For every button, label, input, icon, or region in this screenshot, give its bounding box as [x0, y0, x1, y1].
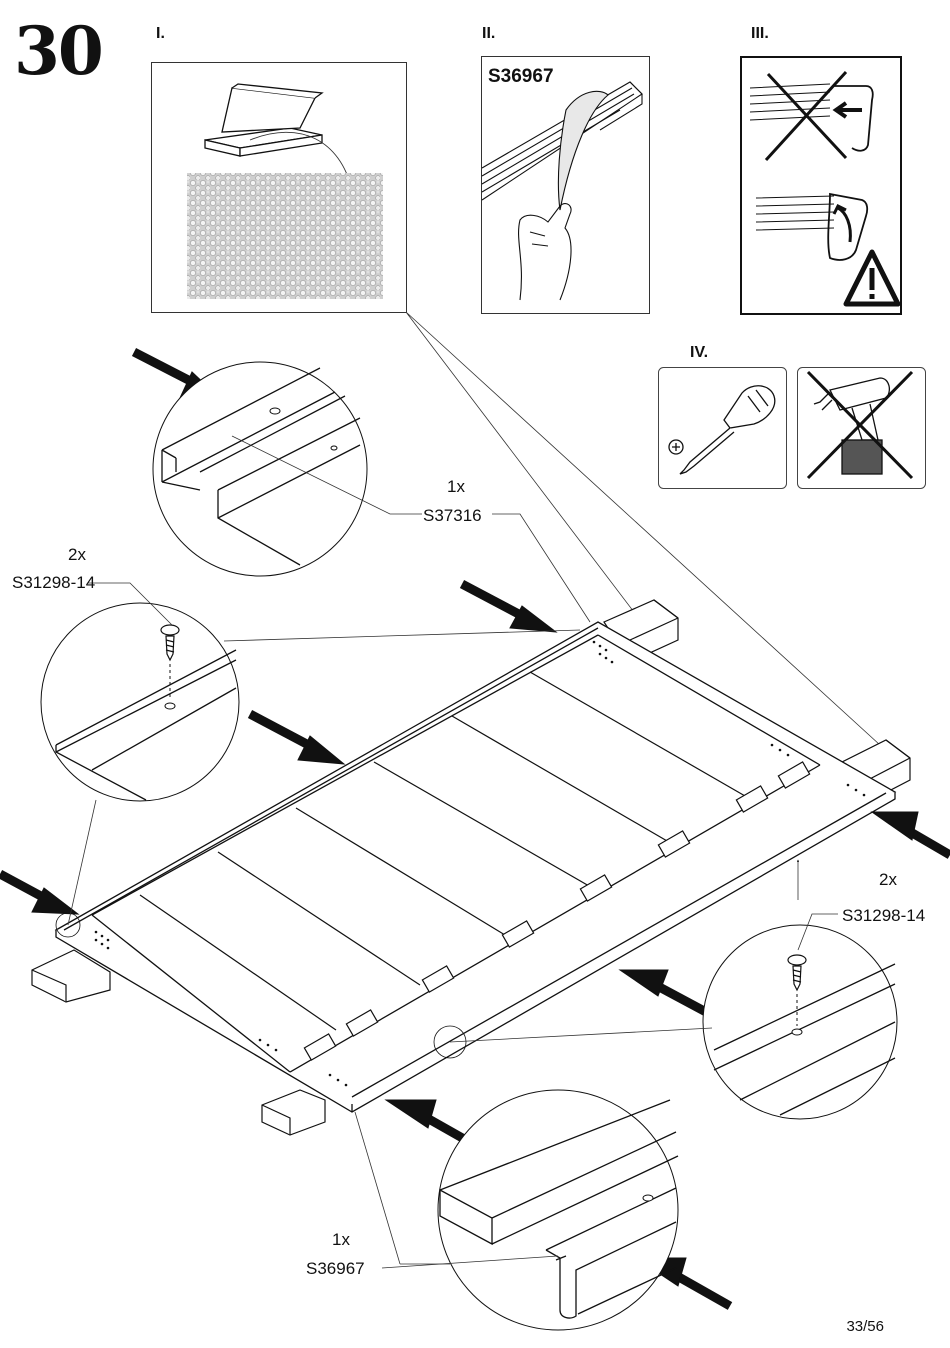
panel-IV [658, 367, 926, 489]
rail-bottom-qty: 1x [332, 1230, 350, 1249]
plus-icon [668, 439, 684, 455]
rail-bottom-part: S36967 [306, 1259, 365, 1278]
step-number: 30 [14, 12, 104, 90]
box-icon [204, 83, 324, 157]
leader-lines [67, 435, 838, 1269]
rail-top-qty: 1x [447, 477, 465, 496]
warning-icon [843, 249, 901, 307]
screwdriver-icon [679, 385, 776, 475]
screw-right-part: S31298-14 [842, 906, 926, 925]
detail-rail-bottom [437, 1089, 679, 1331]
foam-icon [187, 173, 383, 299]
correct-insert-icon [755, 192, 869, 261]
detail-screw-right [702, 924, 898, 1120]
panel-II-part-number: S36967 [488, 66, 554, 87]
direction-arrow-icon [0, 347, 950, 1310]
peel-tape-hand-icon [481, 81, 643, 301]
panel-I [151, 62, 407, 313]
panel-III [740, 56, 902, 315]
panel-label-III: III. [751, 25, 769, 42]
no-drill-icon [806, 370, 914, 480]
page-number: 33/56 [846, 1318, 884, 1335]
screw-left-qty: 2x [68, 545, 86, 564]
panel-II [481, 56, 650, 314]
panel-label-II: II. [482, 25, 496, 42]
detail-rail-top [152, 361, 368, 577]
no-push-icon [749, 70, 874, 162]
slats [139, 671, 753, 1031]
hole-dots [94, 640, 866, 1087]
screw-icon [160, 624, 180, 662]
detail-screw-left [40, 602, 240, 802]
bed-frame [54, 621, 897, 1113]
screw-right-qty: 2x [879, 870, 897, 889]
screw-left-part: S31298-14 [12, 573, 96, 592]
screw-icon [787, 954, 807, 992]
connector-plates [303, 761, 811, 1061]
rail-top-part: S37316 [423, 506, 482, 525]
panel-label-IV: IV. [690, 344, 709, 361]
panel-label-I: I. [156, 25, 165, 42]
